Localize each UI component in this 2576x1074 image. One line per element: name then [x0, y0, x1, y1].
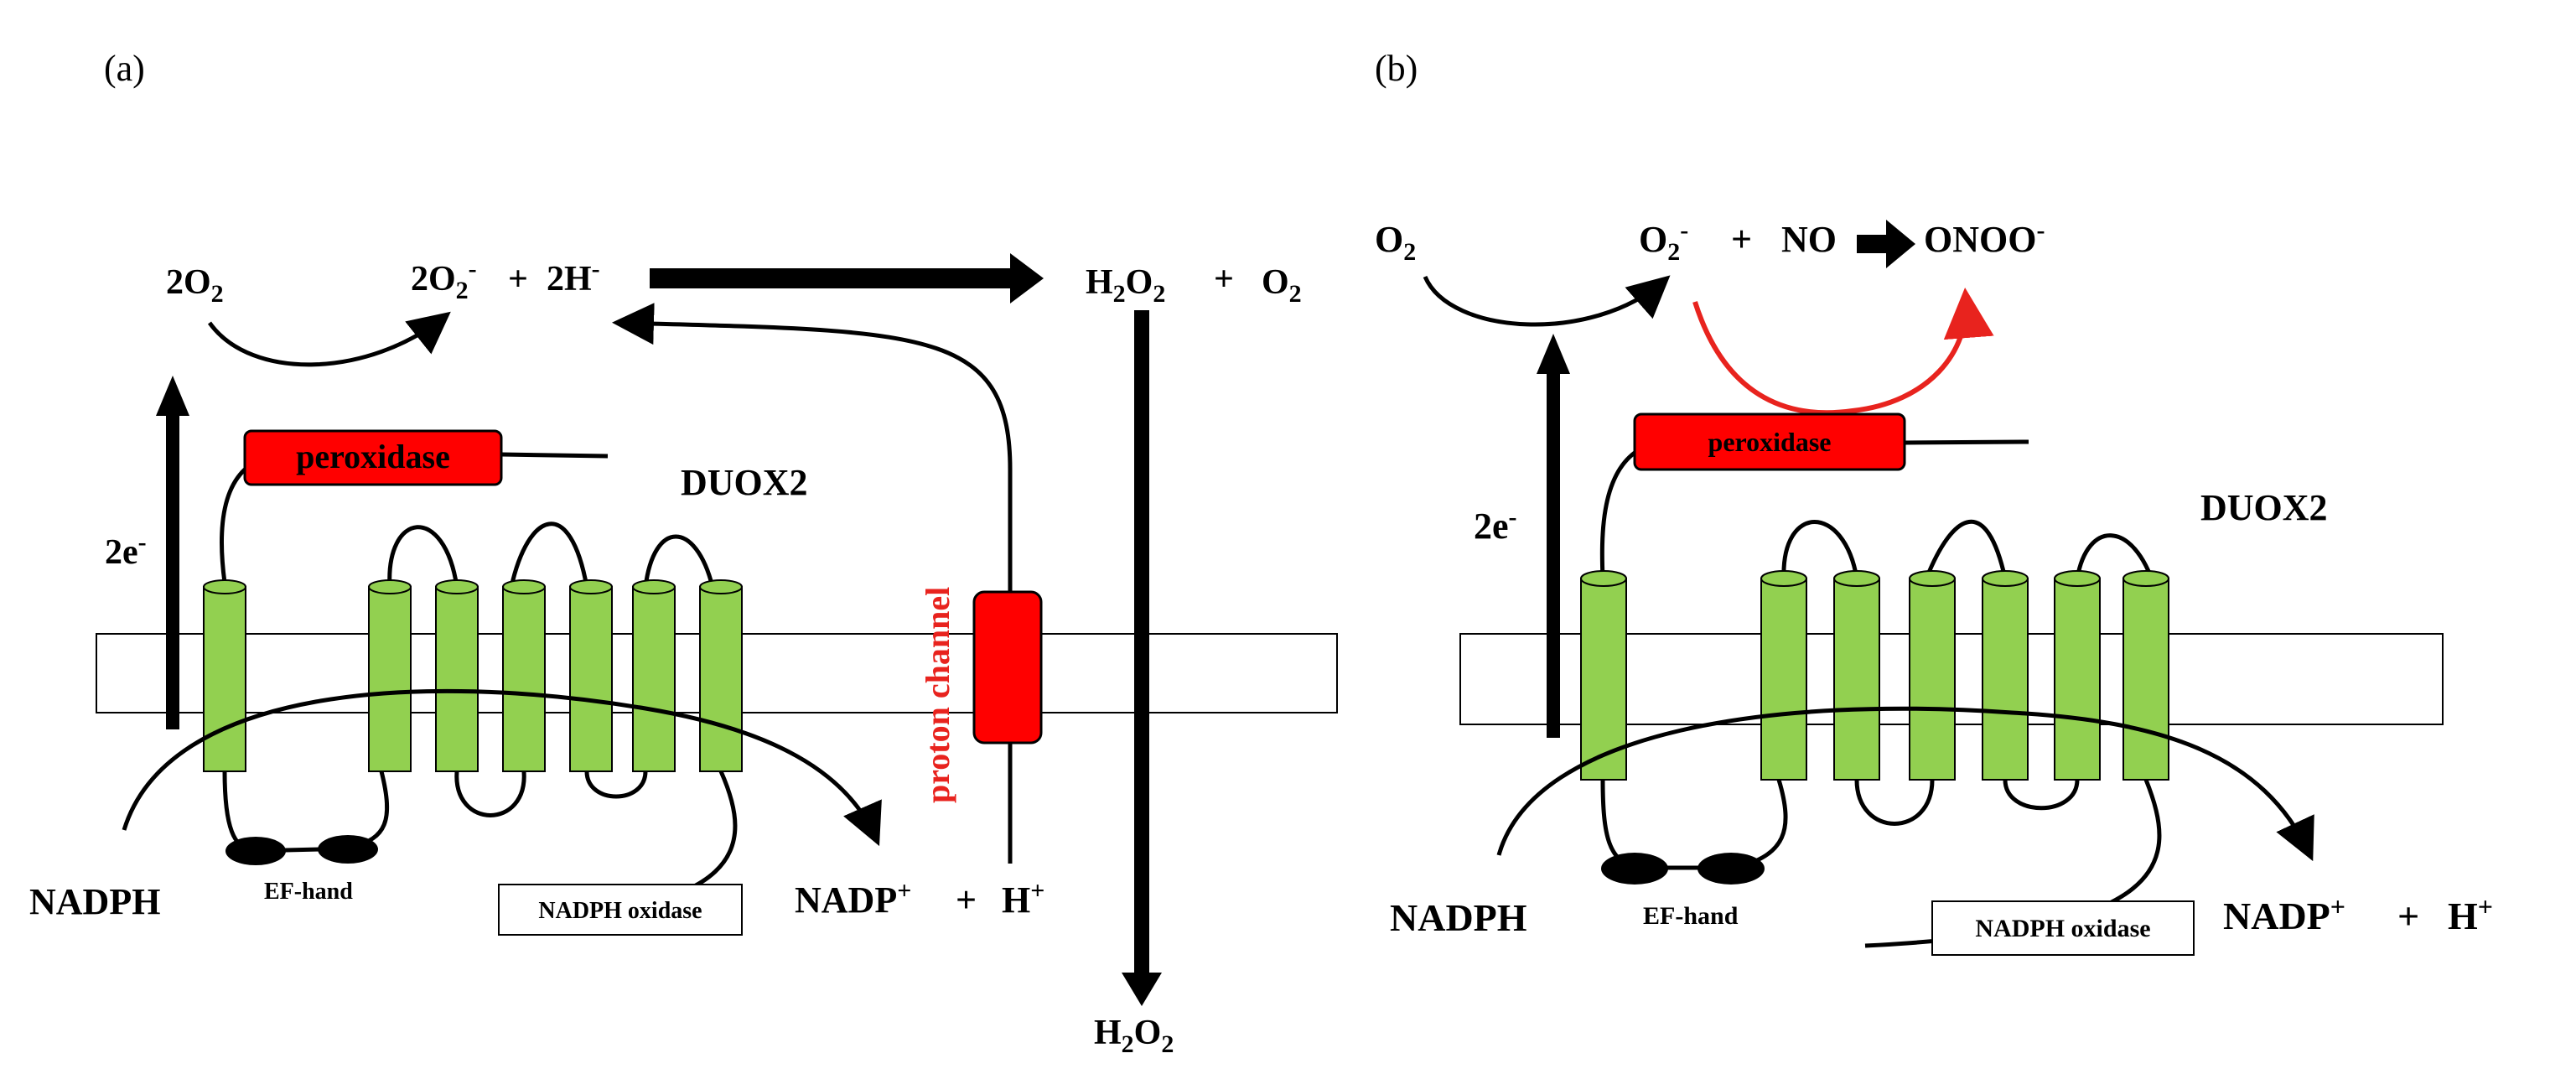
- panel-a-nadph-oxidase-label: NADPH oxidase: [538, 898, 702, 924]
- panel-b-plus-1: +: [1731, 219, 1752, 260]
- panel-a-proton-channel-label: proton channel: [919, 587, 956, 803]
- panel-b-loop-3: [2075, 533, 2157, 588]
- panel-a-duox2-label: DUOX2: [681, 462, 808, 503]
- panel-a-o2-product: O2: [1262, 263, 1302, 308]
- panel-b-peroxidase-tail: [1904, 439, 2029, 445]
- panel-a-loop-2: [509, 521, 589, 588]
- panel-a-helix-4: [502, 579, 546, 772]
- panel-a-loop-1: [387, 525, 459, 588]
- panel-b-ef-hand-1: [1601, 853, 1668, 885]
- panel-a-plus-2: +: [1214, 260, 1234, 298]
- panel-a: (a) 2O2 2O2- + 2H- H2O2 + O2 H2O2 2e- pe…: [29, 48, 1338, 1058]
- panel-a-h2o2-bottom: H2O2: [1094, 1014, 1174, 1058]
- panel-b-plus-3: +: [2397, 895, 2419, 937]
- panel-b: (b) O2 O2- + NO ONOO- 2e- peroxidase DUO…: [1375, 48, 2493, 956]
- panel-a-helix-6: [632, 579, 676, 772]
- panel-b-helix-2: [1760, 570, 1807, 781]
- panel-b-helix-5: [1982, 570, 2029, 781]
- panel-a-helix-2: [368, 579, 412, 772]
- panel-b-label: (b): [1375, 48, 1418, 89]
- panel-b-reduction-arrow: [1423, 275, 1671, 327]
- panel-a-loop-5: [584, 770, 648, 799]
- panel-b-peroxynitrite: ONOO-: [1924, 216, 2045, 260]
- panel-b-ef-hand-label: EF-hand: [1643, 902, 1739, 930]
- panel-a-electrons: 2e-: [105, 528, 147, 572]
- panel-a-electron-arrow-head: [156, 376, 189, 416]
- panel-b-peroxidase-link: [1599, 451, 1636, 579]
- panel-a-nadph-arrow: [122, 688, 882, 847]
- panel-b-duox2-label: DUOX2: [2200, 487, 2328, 528]
- panel-a-helix-3: [435, 579, 479, 772]
- panel-a-proton-channel: [972, 590, 1043, 745]
- panel-a-hplus: H+: [1002, 877, 1044, 921]
- panel-b-hplus: H+: [2448, 891, 2493, 937]
- panel-a-label: (a): [104, 48, 145, 89]
- panel-b-nadp: NADP+: [2223, 891, 2345, 937]
- panel-b-helices: [1580, 570, 2169, 781]
- panel-a-reduction-arrow: [207, 311, 451, 367]
- panel-b-electrons: 2e-: [1474, 503, 1517, 547]
- panel-a-ef-hand-label: EF-hand: [264, 879, 353, 905]
- panel-b-peroxidase-label: peroxidase: [1708, 427, 1832, 457]
- panel-a-ef-hand-2: [318, 835, 378, 864]
- panel-a-nadp: NADP+: [795, 877, 911, 921]
- panel-a-electron-arrow-shaft: [166, 411, 179, 729]
- panel-b-loop-2: [1924, 520, 2008, 579]
- panel-a-nadph-oxidase-box: [498, 884, 743, 936]
- panel-b-loop-1: [1781, 520, 1859, 579]
- panel-a-loop-4: [454, 770, 526, 817]
- panel-a-thick-arrow-shaft: [650, 268, 1018, 288]
- panel-b-helix-3: [1833, 570, 1880, 781]
- panel-a-superoxide: 2O2-: [411, 255, 477, 304]
- panel-b-helix-1: [1580, 570, 1627, 781]
- panel-a-o2: 2O2: [166, 263, 224, 308]
- panel-a-helices: [203, 579, 743, 772]
- panel-b-ef-hand-2: [1697, 853, 1765, 885]
- panel-a-peroxidase-box: [243, 429, 503, 486]
- panel-b-superoxide: O2-: [1639, 216, 1688, 266]
- panel-a-helix-7: [699, 579, 743, 772]
- panel-b-red-arrow: [1692, 288, 1994, 416]
- panel-a-helix-1: [203, 579, 246, 772]
- panel-b-nadph: NADPH: [1390, 896, 1527, 939]
- panel-a-loop-ef: [351, 770, 389, 849]
- panel-a-nadph: NADPH: [29, 881, 160, 922]
- panel-b-helix-6: [2054, 570, 2101, 781]
- panel-b-no: NO: [1781, 219, 1837, 260]
- panel-a-peroxidase-label: peroxidase: [296, 438, 450, 475]
- panel-b-thick-arrow-shaft: [1857, 235, 1890, 253]
- panel-a-plus-3: +: [956, 879, 977, 921]
- panel-a-ef-hand-1: [225, 837, 286, 865]
- panel-a-helix-5: [569, 579, 613, 772]
- panel-b-loop-4: [1854, 779, 1935, 826]
- panel-a-h2o2-arrow-head: [1122, 973, 1162, 1006]
- panel-a-peroxidase-link: [219, 468, 246, 584]
- panel-a-plus-1: +: [508, 260, 528, 298]
- panel-b-helix-4: [1909, 570, 1956, 781]
- panel-a-peroxidase-tail: [500, 452, 609, 459]
- panel-b-loop-5: [2003, 779, 2080, 811]
- panel-b-helix-7: [2122, 570, 2169, 781]
- panel-b-thick-arrow-head: [1886, 220, 1915, 268]
- panel-b-electron-arrow-shaft: [1547, 369, 1560, 738]
- panel-a-thick-arrow-head: [1010, 253, 1044, 304]
- panel-b-nadph-oxidase-label: NADPH oxidase: [1975, 915, 2150, 942]
- panel-b-nadph-oxidase-box: [1931, 900, 2195, 956]
- panel-b-o2: O2: [1375, 219, 1416, 266]
- panel-a-hydride: 2H-: [547, 255, 600, 298]
- panel-a-h2o2-arrow-shaft: [1134, 310, 1149, 977]
- panel-b-nadph-arrow: [1496, 706, 2314, 862]
- panel-a-loop-3: [643, 534, 715, 588]
- panel-a-proton-path: [612, 303, 1013, 864]
- panel-a-h2o2: H2O2: [1086, 263, 1165, 308]
- panel-b-electron-arrow-head: [1537, 334, 1570, 374]
